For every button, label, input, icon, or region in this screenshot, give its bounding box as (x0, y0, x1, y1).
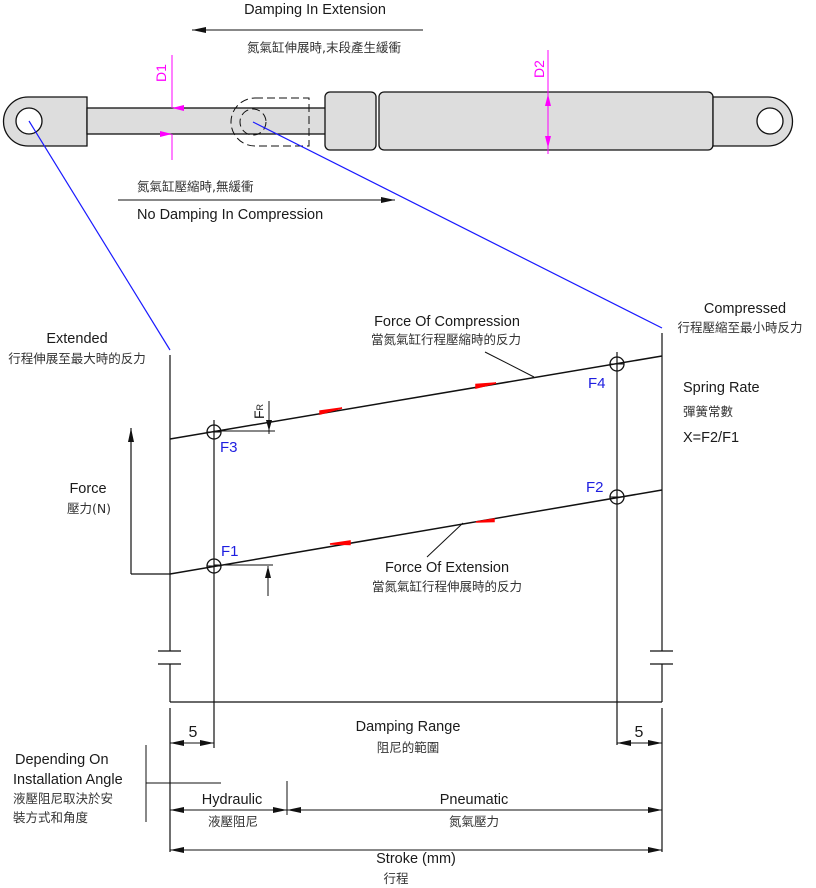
extension-leader-line (426, 522, 464, 558)
f1-label: F1 (221, 543, 239, 560)
damping-range-zh-label: 阻尼的範圍 (377, 740, 440, 755)
force-extension-zh-label: 當氮氣缸行程伸展時的反力 (372, 579, 522, 594)
pneumatic-label: Pneumatic (440, 792, 509, 808)
compressed-zh-label: 行程壓縮至最小時反力 (677, 320, 802, 335)
compression-direction-arrow (475, 382, 497, 389)
installation-label-line1: Depending On (15, 752, 109, 768)
right-mount-hole (756, 107, 784, 135)
damping-extension-label: Damping In Extension (244, 2, 386, 18)
compression-force-line (169, 355, 663, 440)
fr-dimension (214, 401, 275, 434)
force-axis-zh-label: 壓力(N) (67, 501, 111, 516)
extended-boundary-line (158, 355, 181, 702)
d2-dimension (545, 50, 551, 154)
d2-label: D2 (531, 60, 547, 78)
spring-rate-zh-label: 彈簧常數 (683, 404, 734, 419)
force-extension-label: Force Of Extension (385, 560, 509, 576)
damping-extension-zh-label: 氮氣缸伸展時,末段產生緩衝 (247, 40, 401, 55)
no-damping-compression-label: No Damping In Compression (137, 207, 323, 223)
compression-leader-line (484, 351, 535, 378)
extended-zh-label: 行程伸展至最大時的反力 (8, 351, 146, 366)
force-axis-arrow (128, 428, 170, 575)
stroke-label: Stroke (mm) (376, 851, 456, 867)
f2-label: F2 (586, 479, 604, 496)
piston-rod (86, 107, 328, 135)
left-eye-end (2, 96, 88, 147)
spring-rate-label: Spring Rate (683, 380, 760, 396)
hydraulic-zh-label: 液壓阻尼 (208, 814, 258, 829)
force-compression-zh-label: 當氮氣缸行程壓縮時的反力 (371, 332, 521, 347)
extended-label: Extended (46, 331, 107, 347)
hydraulic-label: Hydraulic (202, 792, 262, 808)
damping-range-label: Damping Range (356, 719, 461, 735)
extension-direction-arrow (329, 540, 351, 546)
left-offset-value: 5 (189, 724, 198, 741)
right-eye-end (712, 96, 794, 147)
installation-label-line2: Installation Angle (13, 772, 123, 788)
stroke-zh-label: 行程 (383, 871, 409, 886)
pneumatic-zh-label: 氮氣壓力 (449, 814, 499, 829)
right-offset-value: 5 (635, 724, 644, 741)
installation-angle-bracket (145, 745, 221, 822)
no-damping-compression-zh-label: 氮氣缸壓縮時,無緩衝 (137, 179, 254, 194)
compressed-leader-line (252, 121, 663, 329)
compression-direction-arrow (319, 407, 343, 415)
ghost-eye-end (230, 97, 310, 147)
extended-leader-line (28, 120, 171, 351)
cylinder-body (324, 91, 714, 151)
compressed-boundary-line (650, 333, 673, 702)
compressed-label: Compressed (704, 301, 786, 317)
f3-label: F3 (220, 439, 238, 456)
force-axis-label: Force (69, 481, 106, 497)
force-compression-label: Force Of Compression (374, 314, 520, 330)
f4-label: F4 (588, 375, 606, 392)
extension-direction-arrow (475, 518, 495, 523)
installation-zh-line2: 裝方式和角度 (13, 810, 89, 825)
installation-zh-line1: 液壓阻尼取決於安 (13, 791, 113, 806)
f1-dimension (214, 564, 273, 596)
extension-force-line (169, 489, 663, 575)
d1-label: D1 (153, 64, 169, 82)
spring-rate-formula: X=F2/F1 (683, 430, 739, 446)
fr-label: FR (251, 403, 267, 419)
